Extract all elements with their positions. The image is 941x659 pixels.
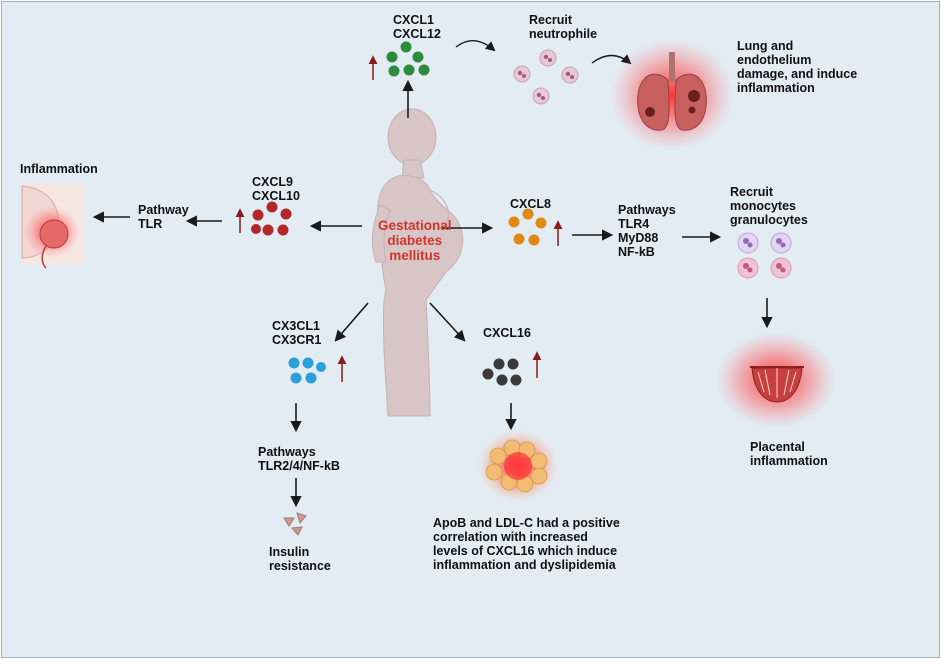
placenta-icon xyxy=(716,332,836,428)
cx3cl1-dots xyxy=(288,357,326,384)
monocyte-icon xyxy=(737,232,792,279)
woman-silhouette-icon xyxy=(372,108,464,417)
cxcl16-dots xyxy=(482,358,522,386)
center-arrows xyxy=(309,79,494,342)
cxcl8-dots xyxy=(508,208,547,246)
neutrophil-icon xyxy=(513,49,579,105)
cxcl9-dots xyxy=(251,201,292,236)
fat-cluster-icon xyxy=(478,430,558,502)
insulin-triangles-icon xyxy=(283,512,307,536)
right-chemokine: CXCL8 xyxy=(510,197,551,211)
left-outcome: Inflammation xyxy=(20,162,98,176)
bottom-mid-chemokine: CXCL16 xyxy=(483,326,531,340)
arrow-to-neutrophils xyxy=(455,40,496,52)
cxcl1-dots xyxy=(386,41,430,77)
pregnant-uterus-icon xyxy=(21,184,84,269)
lungs-icon xyxy=(610,39,734,151)
